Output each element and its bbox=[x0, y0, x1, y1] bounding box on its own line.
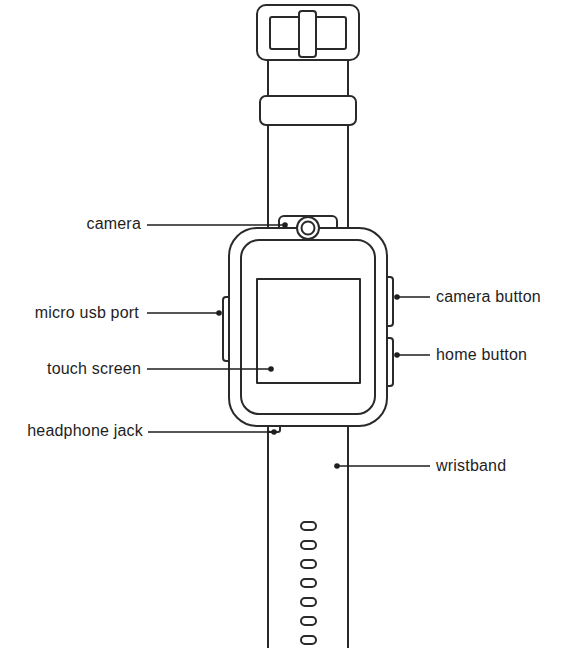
buckle-prong bbox=[299, 11, 316, 57]
strap-keeper bbox=[260, 96, 356, 125]
part-label: home button bbox=[436, 345, 527, 365]
watch-body bbox=[229, 228, 387, 426]
watch-bezel bbox=[241, 240, 375, 414]
strap-hole bbox=[301, 636, 316, 644]
camera-lens bbox=[302, 222, 315, 235]
leader-line bbox=[147, 224, 285, 225]
strap-hole bbox=[301, 598, 316, 606]
strap-hole bbox=[301, 522, 316, 530]
part-label: touch screen bbox=[47, 359, 141, 379]
touch-screen bbox=[257, 279, 360, 383]
leader-dots bbox=[216, 222, 400, 469]
buckle-frame bbox=[257, 5, 359, 60]
leader-dot bbox=[216, 310, 222, 316]
leader-dot bbox=[268, 366, 274, 372]
wristband bbox=[268, 410, 348, 648]
part-label: camera button bbox=[436, 287, 541, 307]
leader-lines bbox=[147, 225, 430, 466]
strap-holes bbox=[301, 522, 316, 644]
camera-ring bbox=[297, 217, 319, 239]
strap-hole bbox=[301, 541, 316, 549]
leader-dot bbox=[394, 352, 400, 358]
leader-line bbox=[397, 296, 430, 297]
upper-strap bbox=[268, 55, 348, 240]
leader-dot bbox=[282, 222, 288, 228]
part-label: wristband bbox=[436, 456, 506, 476]
strap-hole bbox=[301, 617, 316, 625]
leader-dot bbox=[271, 429, 277, 435]
leader-dot bbox=[394, 294, 400, 300]
strap-hole bbox=[301, 560, 316, 568]
part-label: camera bbox=[86, 214, 141, 234]
leader-dot bbox=[334, 463, 340, 469]
watch-drawing bbox=[223, 5, 393, 648]
strap-hole bbox=[301, 579, 316, 587]
leader-line bbox=[397, 354, 430, 355]
leader-line bbox=[147, 368, 271, 369]
part-label: micro usb port bbox=[35, 303, 139, 323]
leader-line bbox=[147, 312, 219, 313]
part-label: headphone jack bbox=[27, 421, 143, 441]
leader-line bbox=[337, 465, 430, 466]
leader-line bbox=[148, 431, 274, 432]
